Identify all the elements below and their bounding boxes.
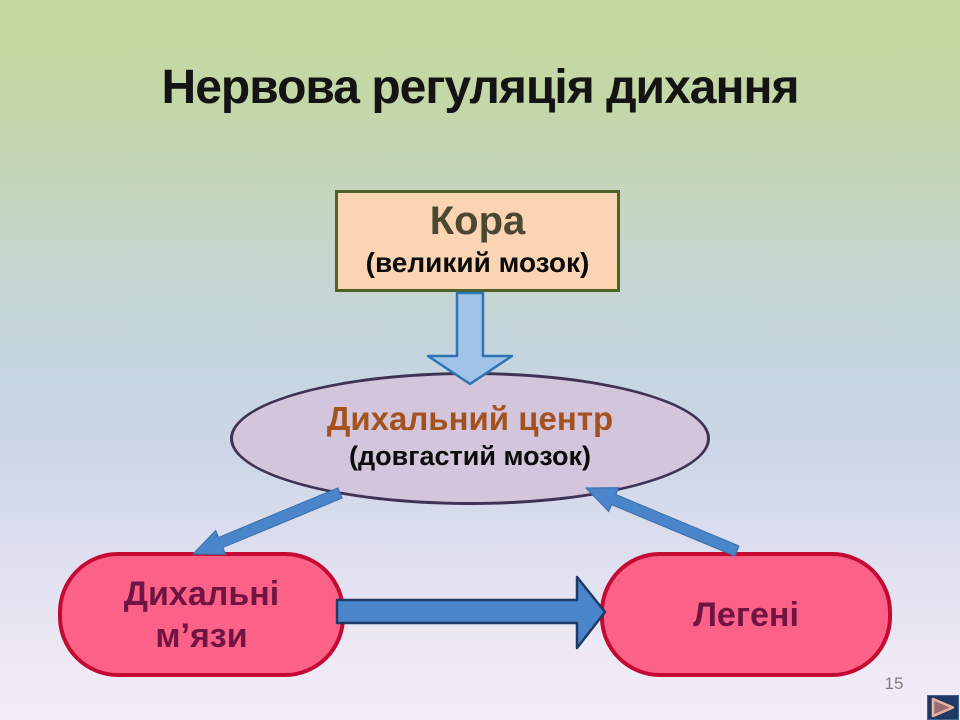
node-lungs: Легені [600, 552, 892, 677]
node-respiratory-muscles-label-line2: м’язи [155, 616, 248, 655]
node-respiratory-muscles: Дихальні м’язи [58, 552, 345, 677]
node-respiratory-center: Дихальний центр (довгастий мозок) [230, 372, 710, 505]
node-lungs-label: Легені [693, 595, 799, 634]
node-cortex-subtitle: (великий мозок) [365, 247, 590, 278]
arrow-center-to-muscles [191, 487, 343, 556]
arrow-cortex-to-center [426, 291, 514, 386]
node-respiratory-center-subtitle: (довгастий мозок) [349, 441, 591, 471]
page-number: 15 [884, 674, 904, 693]
node-respiratory-center-title: Дихальний центр [326, 400, 614, 437]
play-triangle-right-icon [931, 697, 955, 718]
slide-title: Нервова регуляція дихання [161, 61, 800, 114]
node-cortex: Кора (великий мозок) [335, 190, 620, 292]
node-cortex-title: Кора [429, 199, 526, 243]
arrow-muscles-to-lungs [335, 575, 607, 650]
arrow-lungs-to-center [584, 487, 740, 557]
node-respiratory-muscles-label-line1: Дихальні [123, 574, 280, 613]
next-slide-button[interactable] [927, 695, 959, 720]
